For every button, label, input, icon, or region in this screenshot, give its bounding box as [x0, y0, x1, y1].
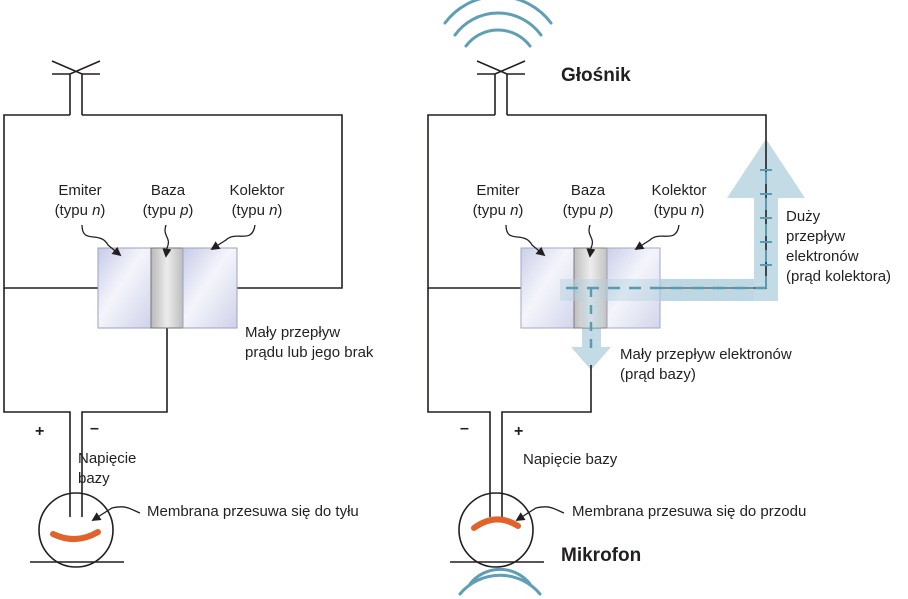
left-minus-sign: –: [90, 420, 99, 437]
electron-dashes: [566, 158, 767, 355]
right-minus-sign: –: [460, 420, 469, 437]
right-membrane-label: Membrana przesuwa się do przodu: [572, 503, 807, 520]
left-speaker-icon: [51, 60, 101, 115]
left-emitter-block: [97, 247, 152, 329]
left-plus-sign: +: [35, 423, 45, 440]
right-base-voltage-label: Napięcie bazy: [523, 451, 618, 468]
left-base-block: [150, 247, 184, 329]
right-speaker-icon: [476, 60, 526, 115]
left-emitter-label: Emiter (typu n): [54, 182, 106, 219]
left-small-flow-label: Mały przepływ prądu lub jego brak: [245, 324, 374, 361]
left-collector-pointer: [210, 224, 256, 250]
speaker-label: Głośnik: [561, 65, 631, 86]
left-base-label: Baza (typu p): [142, 182, 194, 219]
speaker-sound-waves: [443, 0, 553, 48]
right-base-label: Baza (typu p): [562, 182, 614, 219]
right-emitter-pointer: [505, 224, 546, 257]
large-flow-arrow: [560, 139, 805, 301]
small-flow-label: Mały przepływ elektronów (prąd bazy): [620, 346, 792, 383]
left-membrane: [50, 529, 101, 542]
right-microphone-icon: [458, 492, 534, 568]
left-base-voltage-label: Napięcie bazy: [78, 450, 137, 487]
left-transistor: [97, 247, 238, 329]
large-flow-label: Duży przepływ elektronów (prąd kolektora…: [786, 208, 892, 285]
left-emitter-pointer: [81, 224, 122, 257]
left-collector-block: [182, 247, 238, 329]
right-membrane-pointer: [515, 506, 565, 521]
right-plus-sign: +: [514, 423, 524, 440]
left-microphone-icon: [38, 492, 114, 568]
left-base-pointer: [162, 224, 172, 258]
right-emitter-block: [520, 247, 575, 329]
right-membrane: [471, 516, 521, 531]
left-membrane-pointer: [91, 506, 141, 521]
left-circuit: [3, 60, 343, 568]
right-collector-label: Kolektor (typu n): [651, 182, 707, 219]
left-collector-label: Kolektor (typu n): [229, 182, 285, 219]
microphone-label: Mikrofon: [561, 545, 642, 566]
left-membrane-label: Membrana przesuwa się do tyłu: [147, 503, 359, 520]
right-transistor: [520, 247, 661, 329]
right-collector-pointer: [634, 224, 680, 250]
right-emitter-label: Emiter (typu n): [472, 182, 524, 219]
microphone-sound-waves: [458, 567, 542, 596]
right-base-pointer: [586, 224, 596, 258]
